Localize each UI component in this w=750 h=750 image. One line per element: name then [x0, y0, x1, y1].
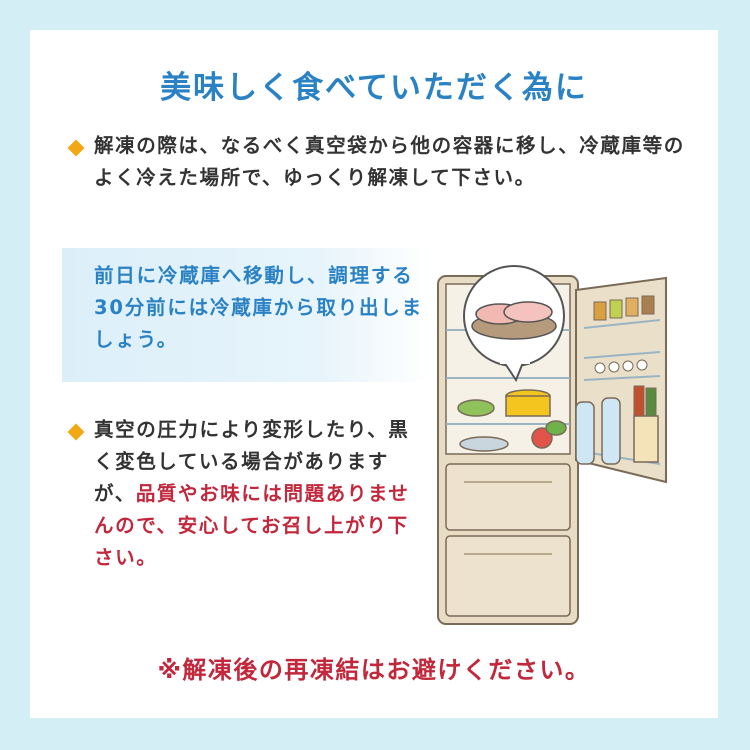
- instruction-paragraph-2: 真空の圧力により変形したり、黒く変色している場合がありますが、品質やお味には問題…: [94, 414, 426, 574]
- note-text: 前日に冷蔵庫へ移動し、調理する30分前には冷蔵庫から取り出しましょう。: [94, 264, 423, 351]
- content-card: 美味しく食べていただく為に 解凍の際は、なるべく真空袋から他の容器に移し、冷蔵庫…: [30, 30, 718, 718]
- paragraph-2-emphasis: 品質やお味には問題ありませんので、安心してお召し上がり下さい。: [94, 482, 410, 569]
- refreeze-warning: ※解凍後の再凍結はお避けください。: [157, 656, 591, 684]
- instruction-paragraph-1: 解凍の際は、なるべく真空袋から他の容器に移し、冷蔵庫等のよく冷えた場所で、ゆっく…: [94, 134, 685, 189]
- diamond-bullet-icon: [67, 139, 85, 157]
- diamond-bullet-icon: [67, 423, 85, 441]
- page-title: 美味しく食べていただく為に: [160, 70, 588, 106]
- meat-plate-illustration: [463, 265, 565, 383]
- note-background: [62, 248, 430, 382]
- refrigerator-illustration: [437, 265, 667, 625]
- paragraph-2-normal: 真空の圧力により変形したり、黒く変色している場合がありますが、: [94, 418, 410, 505]
